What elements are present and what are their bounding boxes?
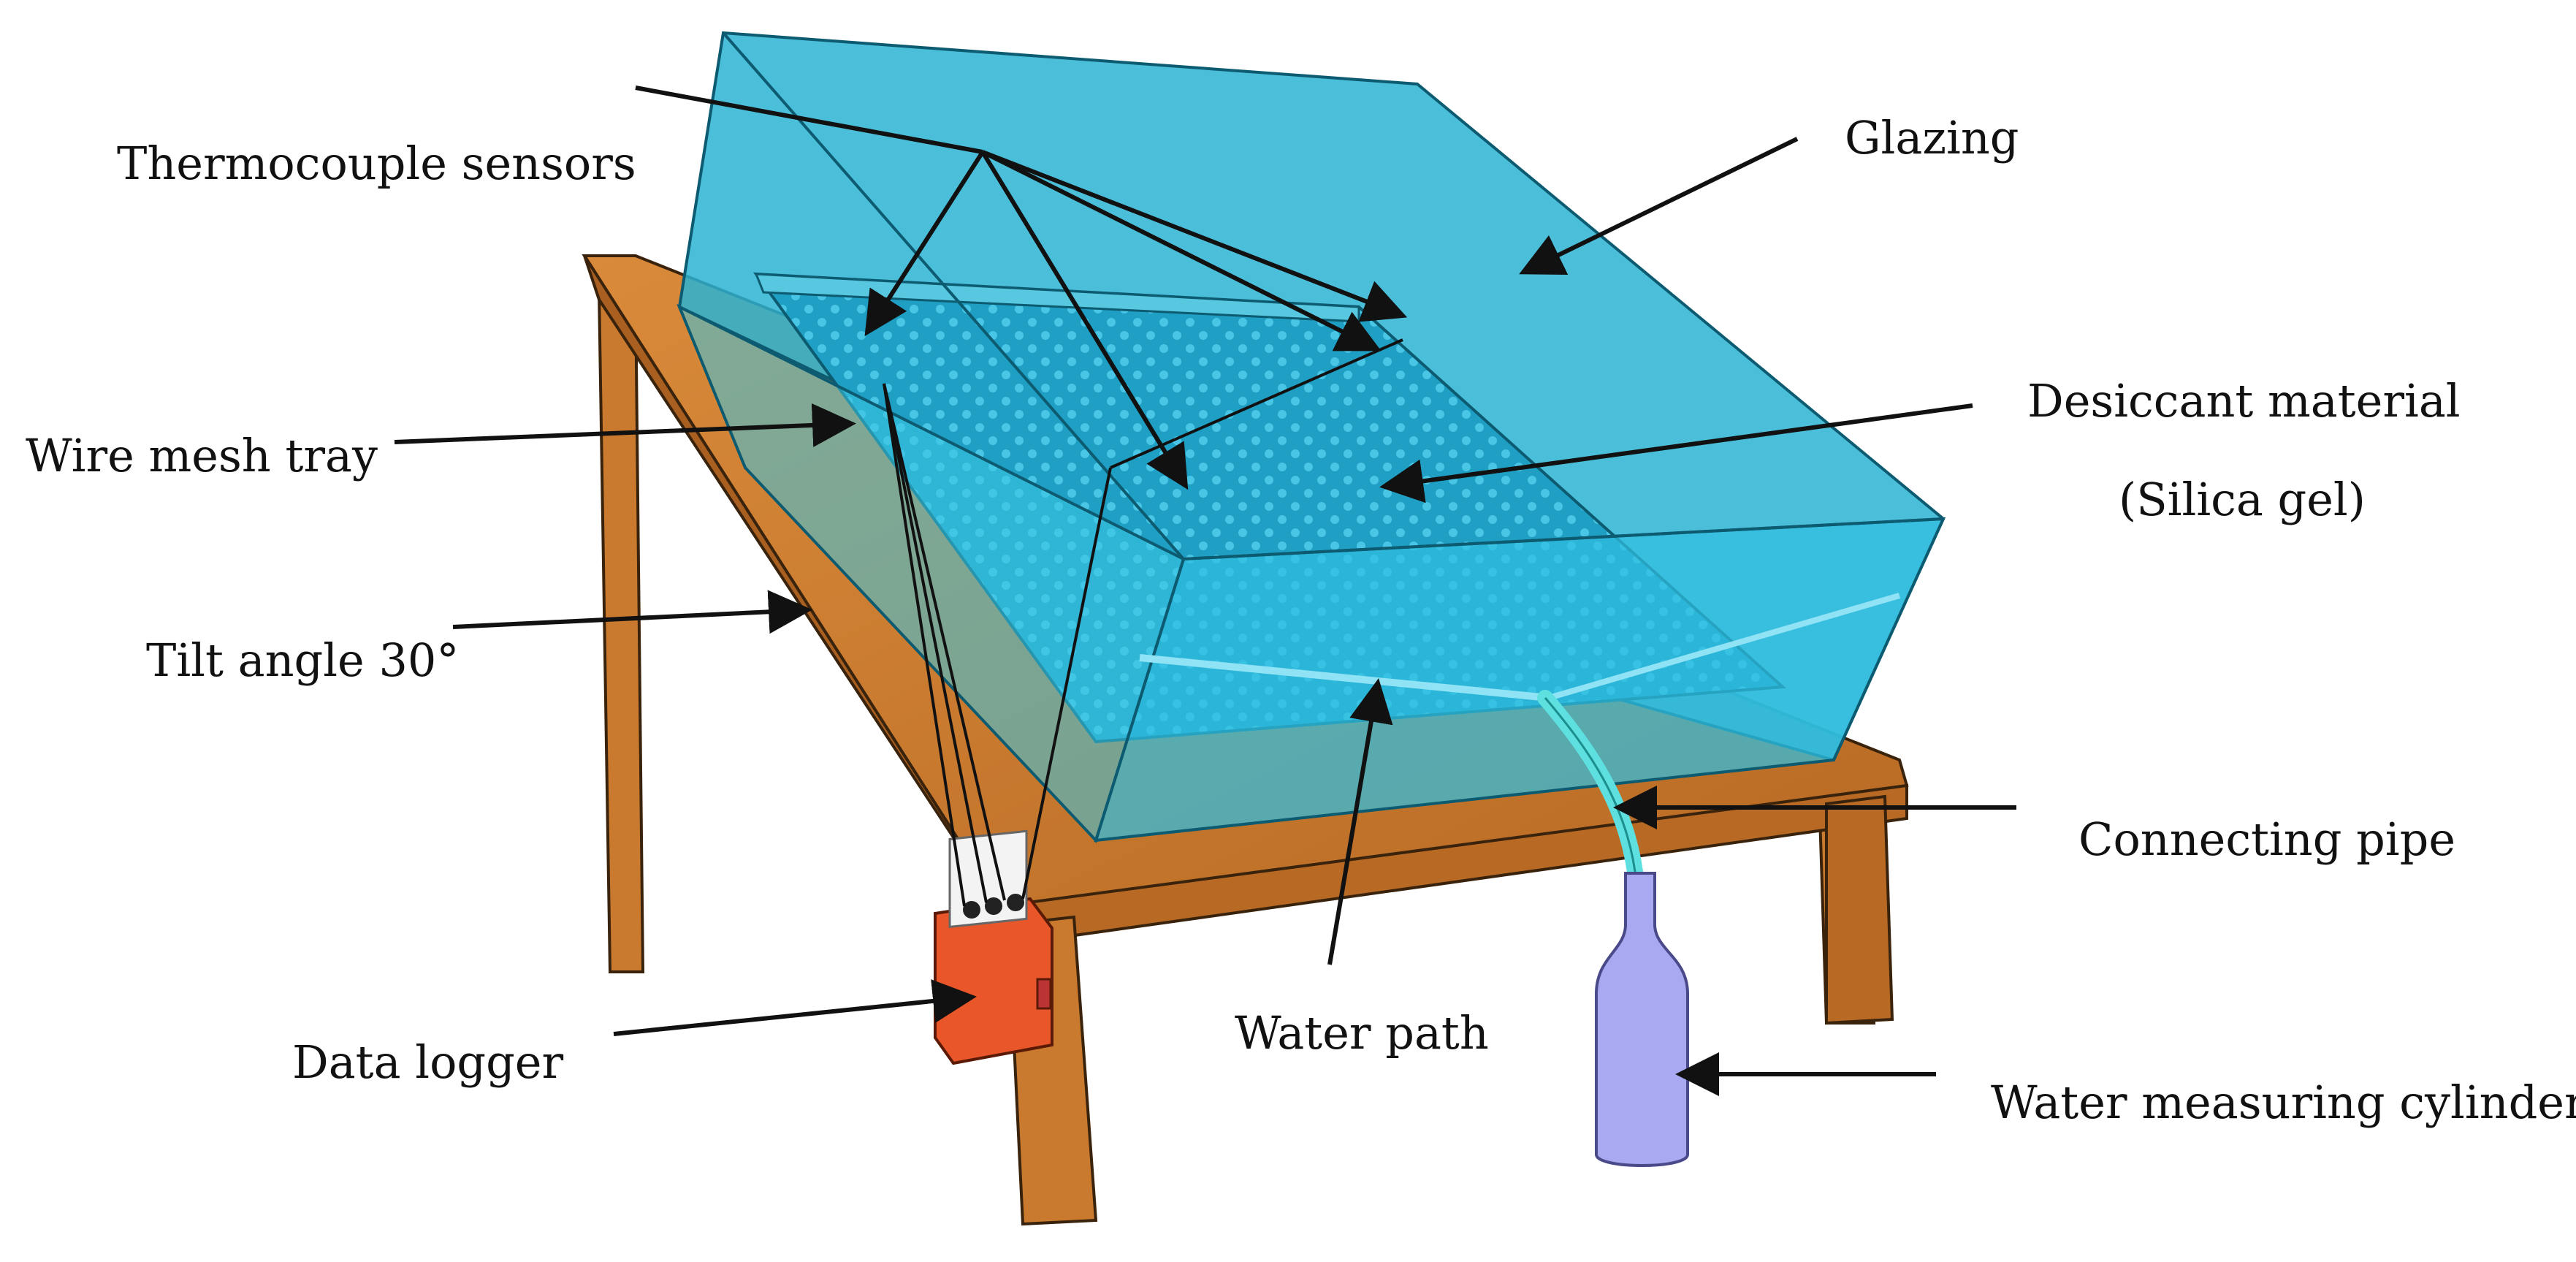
label-connecting-pipe: Connecting pipe [2078, 813, 2455, 866]
labels: Thermocouple sensors Glazing Wire mesh t… [26, 111, 2576, 1129]
table-leg-back-left [597, 290, 645, 973]
label-data-logger: Data logger [292, 1035, 563, 1089]
label-water-path: Water path [1235, 1006, 1489, 1060]
desiccant-arrow [1379, 403, 1973, 503]
water-path-arrow [1327, 678, 1393, 965]
label-water-measuring-cylinder: Water measuring cylinder [1991, 1076, 2576, 1129]
label-glazing: Glazing [1845, 111, 2019, 164]
water-path-channel-2 [1547, 593, 1901, 701]
table-leg-front-right [1825, 794, 1894, 1025]
thermocouple-arrow-1 [864, 151, 985, 337]
label-silica-gel: (Silica gel) [2119, 473, 2366, 526]
data-logger-arrow [613, 979, 977, 1036]
glazing-arrow [1519, 137, 1799, 275]
thermocouple-arrow-3 [981, 150, 1382, 351]
annotation-lines [394, 85, 2016, 1096]
label-tilt-angle: Tilt angle 30° [146, 634, 459, 687]
water-path-channel [1139, 654, 1550, 702]
glazing-left-face [677, 303, 1186, 843]
glazing-top-edge [722, 31, 1944, 561]
label-wire-mesh-tray: Wire mesh tray [26, 429, 378, 482]
sensor-wires [883, 338, 1403, 907]
tilt-arrow [452, 590, 812, 634]
thermocouple-leader [635, 85, 983, 154]
thermocouple-arrow-2 [980, 151, 1189, 490]
water-measuring-cylinder [1595, 872, 1689, 1167]
thermocouple-arrow-4 [981, 150, 1408, 322]
label-thermocouple-sensors: Thermocouple sensors [117, 137, 636, 190]
label-desiccant-material: Desiccant material [2027, 374, 2461, 427]
wire-mesh-arrow [394, 403, 856, 447]
